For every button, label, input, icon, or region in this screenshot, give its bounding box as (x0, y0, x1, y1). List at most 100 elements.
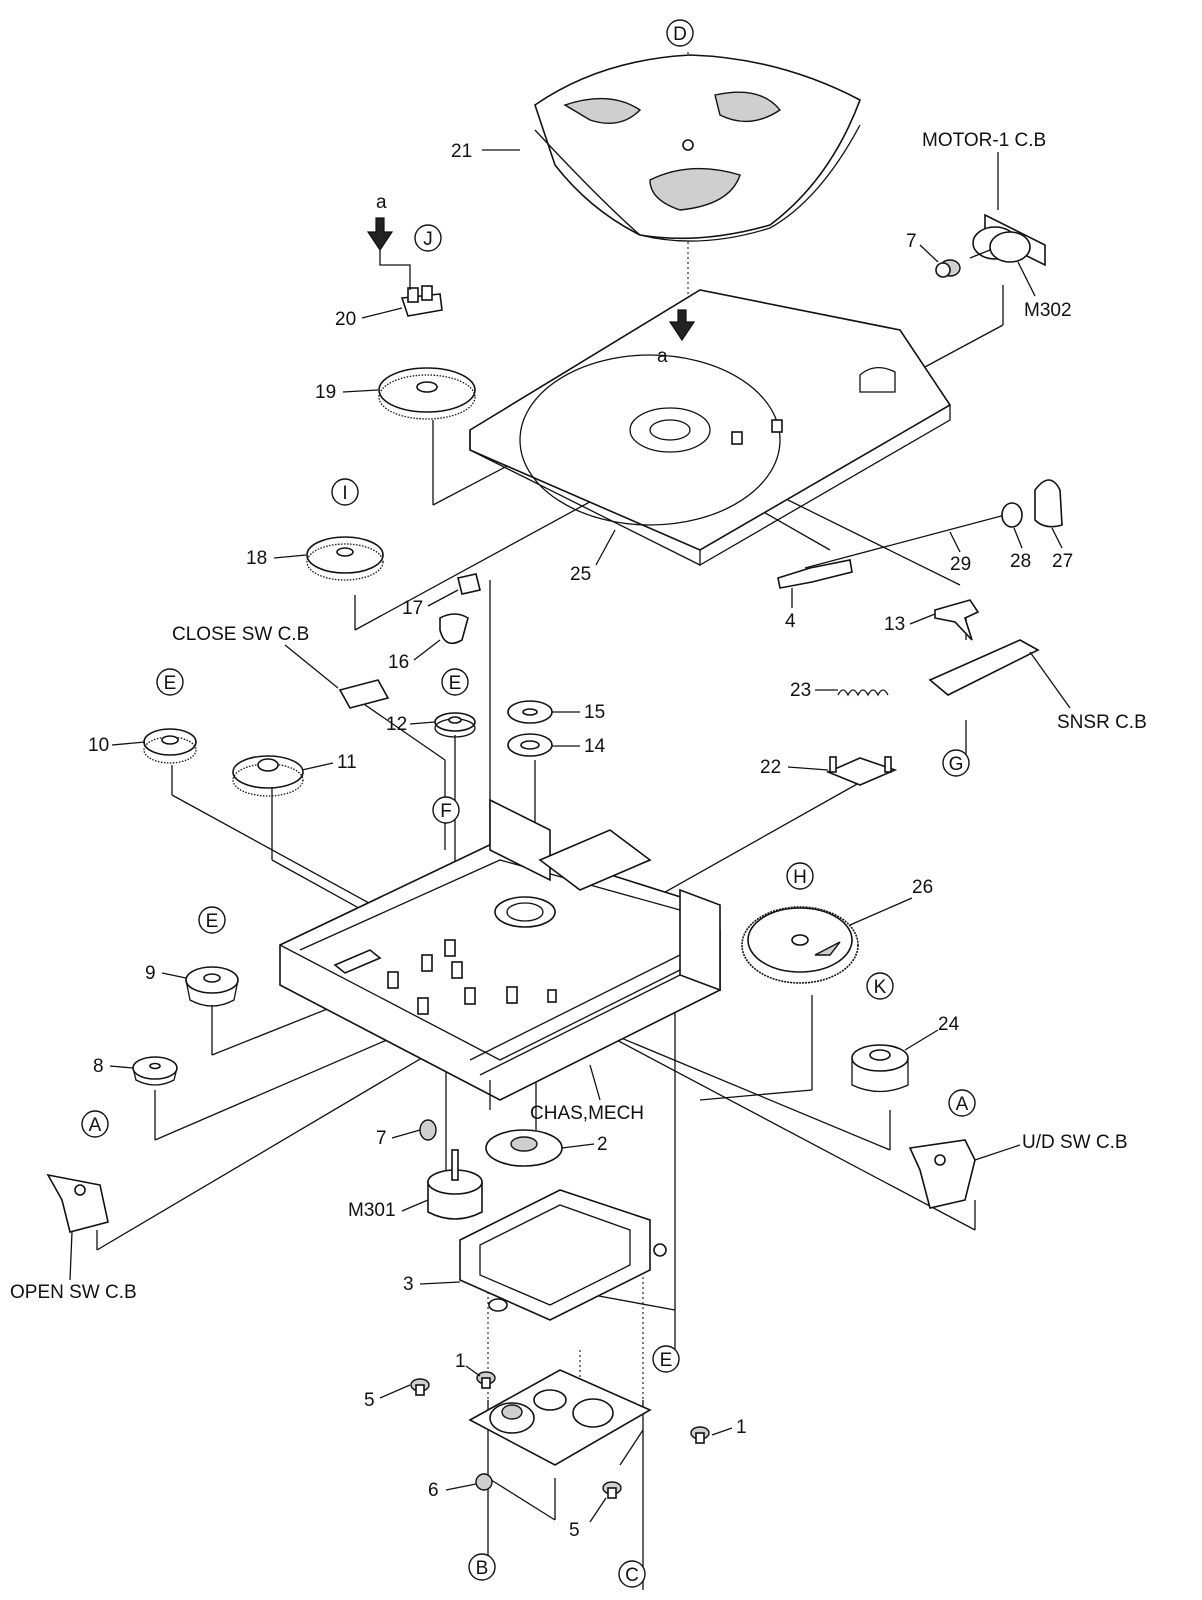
part-number-28: 28 (1010, 551, 1031, 572)
callout-G: G (942, 749, 970, 777)
part-number-3: 3 (403, 1274, 414, 1295)
part-number-27: 27 (1052, 551, 1073, 572)
label-chas-mech: CHAS,MECH (530, 1103, 644, 1124)
label-snsr-cb: SNSR C.B (1057, 712, 1147, 733)
svg-text:A: A (89, 1115, 102, 1136)
part-number-29: 29 (950, 554, 971, 575)
part-number-13: 13 (884, 614, 905, 635)
part-12-pulley (434, 712, 476, 738)
part-7-worm-bottom (419, 1119, 437, 1141)
part-20 (400, 285, 443, 317)
part-number-6: 6 (428, 1480, 439, 1501)
part-number-20: 20 (335, 309, 356, 330)
part-13 (934, 599, 980, 641)
part-6-spring (475, 1473, 493, 1491)
callout-E-3: E (198, 906, 226, 934)
part-number-25: 25 (570, 564, 591, 585)
part-18-gear (306, 536, 384, 581)
part-24-pulley (851, 1044, 909, 1093)
text-labels: MOTOR-1 C.B M302 a a CLOSE SW C.B SNSR C… (10, 130, 1147, 1303)
svg-text:I: I (342, 483, 347, 504)
part-number-19: 19 (315, 382, 336, 403)
callout-D: D (666, 19, 694, 47)
part-1-screw-b (690, 1426, 710, 1444)
callout-C: C (618, 1560, 646, 1588)
part-10-gear (143, 728, 197, 764)
svg-text:E: E (449, 673, 462, 694)
part-28 (1001, 502, 1023, 528)
part-ud-sw-cb (908, 1139, 976, 1209)
part-25-tray-base (469, 289, 952, 567)
svg-text:J: J (423, 229, 433, 250)
part-number-4: 4 (785, 611, 796, 632)
part-19-gear (378, 367, 476, 420)
arrow-a-icon (366, 217, 696, 342)
callout-F: F (432, 796, 460, 824)
part-22 (825, 756, 898, 786)
callout-H: H (786, 862, 814, 890)
part-2-turntable (485, 1129, 563, 1167)
part-17 (457, 573, 481, 595)
part-open-sw-cb (46, 1173, 109, 1233)
part-chas-mech (279, 798, 721, 1110)
part-29-shaft (804, 514, 1006, 569)
label-arrow-a-tray: a (657, 346, 668, 367)
part-number-9: 9 (145, 963, 156, 984)
label-ud-sw-cb: U/D SW C.B (1022, 1132, 1128, 1153)
part-number-7: 7 (906, 231, 917, 252)
part-snsr-cb (928, 639, 1040, 696)
label-arrow-a-top: a (376, 192, 387, 213)
callout-A-2: A (81, 1110, 109, 1138)
part-8-gear (132, 1056, 178, 1086)
svg-text:E: E (660, 1350, 673, 1371)
part-9-gear (185, 966, 239, 1007)
part-close-sw-cb (338, 679, 390, 709)
callout-K: K (866, 972, 894, 1000)
part-number-18: 18 (246, 548, 267, 569)
part-number-24: 24 (938, 1014, 960, 1035)
part-number-11: 11 (337, 752, 357, 773)
part-15-washer (507, 700, 553, 724)
label-motor1-cb: MOTOR-1 C.B (922, 130, 1046, 151)
part-number-17: 17 (402, 598, 423, 619)
svg-text:H: H (793, 867, 807, 888)
part-14-washer (507, 733, 553, 757)
callout-A-1: A (948, 1089, 976, 1117)
label-m302: M302 (1024, 300, 1072, 321)
part-3-pickup-frame (459, 1189, 667, 1321)
svg-text:K: K (874, 977, 887, 998)
part-number-15: 15 (584, 702, 605, 723)
part-number-1-right: 1 (736, 1417, 747, 1438)
part-7-worm-top (935, 259, 961, 278)
part-number-5-left: 5 (364, 1390, 375, 1411)
part-m302-motor (969, 213, 1046, 267)
callout-B: B (468, 1553, 496, 1581)
part-number-26: 26 (912, 877, 933, 898)
part-5-screw-a (410, 1378, 430, 1396)
part-pickup-board (468, 1369, 652, 1466)
part-4-worm (777, 559, 853, 589)
part-1-screw-a (476, 1371, 496, 1389)
assembly-lines (96, 52, 1004, 1590)
part-16-belt (439, 613, 469, 645)
part-5-screw-b (602, 1481, 622, 1499)
svg-text:F: F (440, 801, 452, 822)
svg-text:C: C (625, 1565, 639, 1586)
svg-text:B: B (476, 1558, 489, 1579)
callout-E-2: E (441, 668, 469, 696)
callout-I: I (331, 478, 359, 506)
part-number-23: 23 (790, 680, 811, 701)
label-open-sw-cb: OPEN SW C.B (10, 1282, 137, 1303)
part-number-12: 12 (386, 714, 407, 735)
part-21-disc-tray (534, 54, 861, 242)
part-23-spring (837, 689, 889, 697)
part-27-belt (1034, 479, 1063, 528)
part-numbers: 21 7 20 19 18 25 29 28 27 17 4 13 16 23 … (88, 141, 1073, 1541)
part-number-22: 22 (760, 757, 781, 778)
part-11-gear (232, 755, 304, 797)
part-m301-motor (427, 1149, 483, 1220)
part-number-10: 10 (88, 735, 109, 756)
part-number-14: 14 (584, 736, 606, 757)
part-number-2: 2 (597, 1134, 608, 1155)
